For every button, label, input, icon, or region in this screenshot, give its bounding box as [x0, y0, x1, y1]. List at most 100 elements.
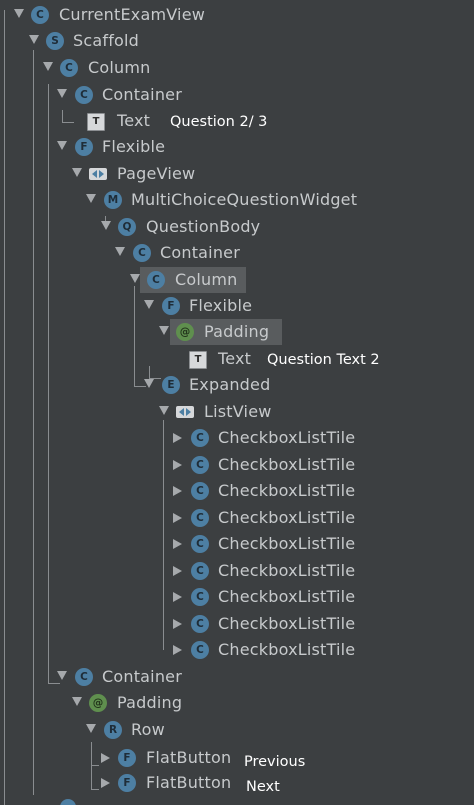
expand-arrow-icon[interactable] [57, 141, 67, 150]
collapse-arrow-icon[interactable] [173, 486, 182, 496]
expand-arrow-icon[interactable] [159, 326, 169, 335]
tree-node-padding-2[interactable]: @ Padding [0, 690, 474, 716]
flexible-icon: F [162, 297, 180, 315]
listview-icon [176, 406, 194, 418]
tree-node-label: CheckboxListTile [218, 481, 356, 500]
expand-arrow-icon[interactable] [86, 194, 96, 203]
collapse-arrow-icon[interactable] [173, 460, 182, 470]
tree-node-label: Padding [204, 322, 270, 341]
tree-node-label: Container [102, 85, 182, 104]
tree-node-value: Question 2/ 3 [170, 114, 268, 130]
class-icon: C [191, 562, 209, 580]
tree-guide-line [91, 742, 92, 790]
collapse-arrow-icon[interactable] [101, 778, 110, 788]
expanded-icon: E [162, 376, 180, 394]
tree-guide-line [4, 10, 5, 805]
expand-arrow-icon[interactable] [144, 379, 154, 388]
expand-arrow-icon[interactable] [101, 221, 111, 230]
tree-guide-line [134, 286, 135, 386]
expand-arrow-icon[interactable] [57, 671, 67, 680]
tree-node-label: Padding [117, 693, 183, 712]
tree-node-value: Question Text 2 [267, 352, 380, 368]
tree-node-page-view[interactable]: PageView [0, 161, 474, 187]
tree-node-label: Flexible [102, 137, 166, 156]
tree-node-flexible-2[interactable]: F Flexible [0, 293, 474, 319]
tree-node-label: CheckboxListTile [218, 561, 356, 580]
tree-node-label: CheckboxListTile [218, 614, 356, 633]
collapse-arrow-icon[interactable] [173, 645, 182, 655]
tree-node-label: QuestionBody [146, 217, 261, 236]
class-icon: C [191, 429, 209, 447]
collapse-arrow-icon[interactable] [173, 619, 182, 629]
class-icon [60, 799, 76, 805]
tree-node-checkbox-1[interactable]: C CheckboxListTile [0, 425, 474, 451]
class-icon: C [191, 535, 209, 553]
expand-arrow-icon[interactable] [159, 406, 169, 415]
expand-arrow-icon[interactable] [57, 89, 67, 98]
collapse-arrow-icon[interactable] [173, 433, 182, 443]
tree-node-container-2[interactable]: C Container [0, 240, 474, 266]
tree-node-padding[interactable]: @ Padding [0, 319, 474, 345]
tree-node-checkbox-6[interactable]: C CheckboxListTile [0, 558, 474, 584]
expand-arrow-icon[interactable] [29, 35, 39, 44]
tree-node-label: Container [160, 243, 240, 262]
tree-guide-line [33, 50, 34, 795]
collapse-arrow-icon[interactable] [173, 592, 182, 602]
tree-node-label: Text [218, 349, 252, 368]
tree-node-label: FlatButton [146, 773, 232, 792]
tree-node-checkbox-8[interactable]: C CheckboxListTile [0, 611, 474, 637]
tree-node-label: CheckboxListTile [218, 508, 356, 527]
pageview-icon [89, 168, 107, 180]
expand-arrow-icon[interactable] [130, 274, 140, 283]
tree-node-checkbox-4[interactable]: C CheckboxListTile [0, 505, 474, 531]
expand-arrow-icon[interactable] [115, 247, 125, 256]
padding-icon: @ [176, 323, 194, 341]
expand-arrow-icon[interactable] [72, 697, 82, 706]
collapse-arrow-icon[interactable] [101, 753, 110, 763]
padding-icon: @ [89, 694, 107, 712]
tree-guide-line [149, 366, 150, 378]
expand-arrow-icon[interactable] [43, 62, 53, 71]
collapse-arrow-icon[interactable] [173, 513, 182, 523]
tree-node-label: Flexible [189, 296, 253, 315]
class-icon: C [191, 509, 209, 527]
collapse-arrow-icon[interactable] [173, 539, 182, 549]
class-icon: C [31, 6, 49, 24]
tree-node-label: Column [175, 270, 238, 289]
class-icon: C [75, 668, 93, 686]
expand-arrow-icon[interactable] [72, 168, 82, 177]
expand-arrow-icon[interactable] [86, 724, 96, 733]
tree-node-label: CheckboxListTile [218, 428, 356, 447]
class-icon: C [133, 244, 151, 262]
row-icon: R [104, 721, 122, 739]
tree-node-label: CheckboxListTile [218, 640, 356, 659]
expand-arrow-icon[interactable] [14, 9, 24, 18]
class-icon: C [191, 615, 209, 633]
expand-arrow-icon[interactable] [144, 300, 154, 309]
collapse-arrow-icon[interactable] [173, 566, 182, 576]
tree-node-list-view[interactable]: ListView [0, 399, 474, 425]
tree-guide-line [149, 378, 161, 379]
flatbutton-icon: F [118, 774, 136, 792]
